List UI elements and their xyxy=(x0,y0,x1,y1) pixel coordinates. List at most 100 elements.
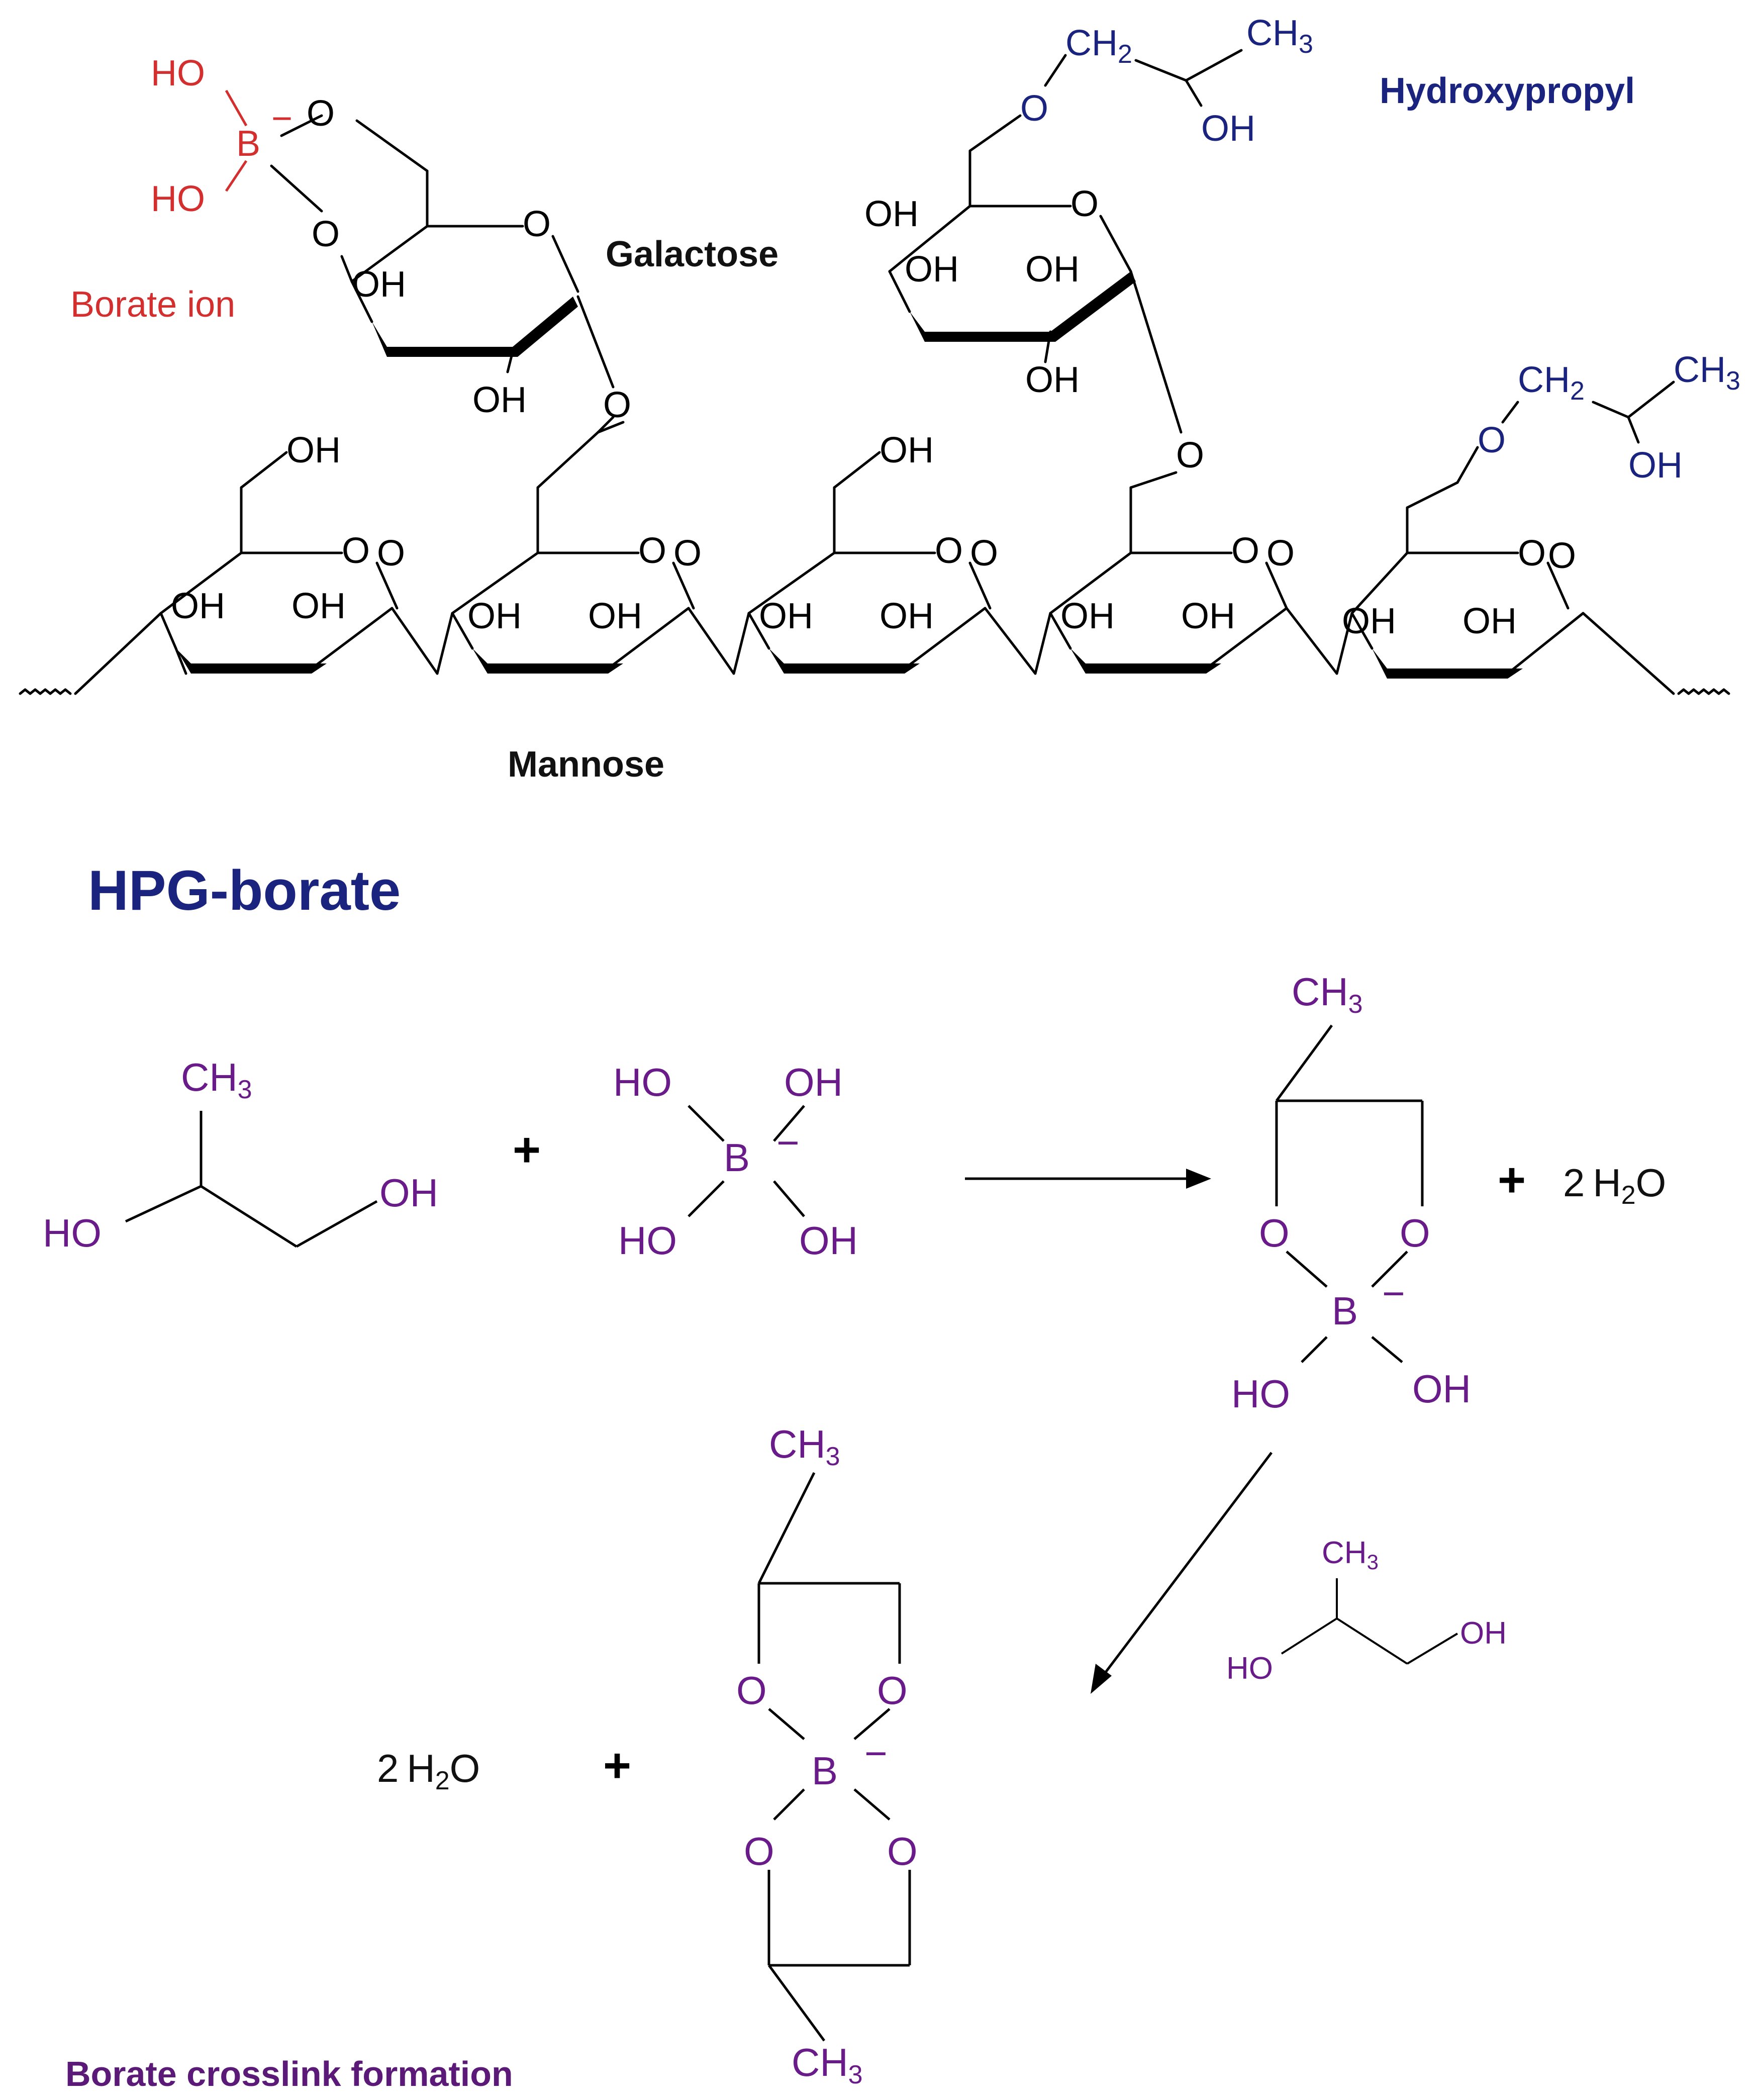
label-hydroxypropyl: Hydroxypropyl xyxy=(1380,71,1635,111)
mannose-ring-2 xyxy=(390,421,695,675)
galactose-ring-left xyxy=(270,114,615,434)
propanediol-2-oh: OH xyxy=(1460,1616,1507,1651)
caption-crosslink: Borate crosslink formation xyxy=(65,2054,513,2093)
borate-oh-a: OH xyxy=(784,1060,843,1104)
diester-o-1: O xyxy=(736,1668,767,1712)
mannose2-oh-b: OH xyxy=(588,596,642,636)
reaction-arrowhead-2 xyxy=(1091,1664,1112,1694)
label-galactose: Galactose xyxy=(606,234,778,274)
chain-end-left xyxy=(19,688,72,695)
mannose-ring-4 xyxy=(984,471,1288,675)
mannose-ring-1 xyxy=(74,451,399,695)
tetrahydroxyborate xyxy=(688,1105,805,1217)
diester-b: B xyxy=(812,1749,838,1793)
mannose2-ring-o: O xyxy=(638,531,666,571)
borate-charge: − xyxy=(271,99,292,139)
mannose5-oh-b: OH xyxy=(1462,601,1517,641)
galactose-oh-1: OH xyxy=(352,264,406,305)
hydroxypropyl-ch3-top: CH3 xyxy=(1246,13,1313,59)
propanediol-2-ch3: CH3 xyxy=(1322,1536,1379,1574)
mannose3-link-o: O xyxy=(970,533,998,574)
label-borate-ion: Borate ion xyxy=(70,284,235,325)
galactose-right-oh-2: OH xyxy=(905,249,959,290)
diester-ch3-top: CH3 xyxy=(769,1422,840,1471)
mannose1-oh-a: OH xyxy=(171,586,225,626)
mannose-ring-5 xyxy=(1285,481,1675,695)
reaction-arrowhead-1 xyxy=(1186,1169,1211,1189)
glycosidic-o-right: O xyxy=(1176,435,1204,475)
diester-o-2: O xyxy=(877,1668,908,1712)
mannose4-link-o: O xyxy=(1266,533,1295,574)
diester-ch3-bottom: CH3 xyxy=(792,2040,863,2089)
mannose3-ch2oh: OH xyxy=(879,430,934,470)
propanediol-1-oh: OH xyxy=(379,1171,438,1215)
galactose-ring-right xyxy=(888,49,1243,434)
diester-o-3: O xyxy=(744,1829,774,1873)
plus-3: + xyxy=(603,1739,631,1792)
mannose4-ring-o: O xyxy=(1231,531,1259,571)
hydroxypropyl-ch2-top: CH2 xyxy=(1065,23,1132,69)
monoester-b: B xyxy=(1332,1289,1358,1333)
hydroxypropyl-o-right: O xyxy=(1478,420,1506,460)
plus-2: + xyxy=(1498,1153,1526,1207)
mannose1-ring-o: O xyxy=(342,531,370,571)
propanediol-1-ch3: CH3 xyxy=(181,1055,252,1104)
mannose1-oh-b: OH xyxy=(291,586,346,626)
mannose4-oh-b: OH xyxy=(1181,596,1235,636)
monoester-ho: HO xyxy=(1231,1372,1290,1416)
label-mannose: Mannose xyxy=(508,744,664,785)
borate-charge-center: − xyxy=(776,1120,800,1165)
mannose3-oh-b: OH xyxy=(879,596,934,636)
borate-b-center: B xyxy=(724,1135,750,1180)
mannose2-link-o: O xyxy=(673,533,702,574)
title-hpg-borate: HPG-borate xyxy=(88,859,401,922)
monoester-o-right: O xyxy=(1400,1211,1430,1255)
borate-ho-1: HO xyxy=(151,53,205,93)
reaction-arrow-2 xyxy=(1100,1452,1273,1680)
mannose3-oh-a: OH xyxy=(759,596,813,636)
galactose-ring-o: O xyxy=(523,204,551,244)
diester-charge: − xyxy=(864,1731,888,1775)
propanediol-1-ho: HO xyxy=(43,1211,102,1255)
mannose1-link-o: O xyxy=(377,533,405,574)
propanediol-2 xyxy=(1281,1578,1458,1665)
monoester-charge: − xyxy=(1382,1271,1405,1315)
monoester-o-left: O xyxy=(1259,1211,1290,1255)
hydroxypropyl-ch2-right: CH2 xyxy=(1518,360,1585,406)
galactose-right-oh-3: OH xyxy=(1025,249,1080,290)
borate-oh-b: OH xyxy=(799,1218,858,1263)
diester-o-4: O xyxy=(887,1829,918,1873)
borate-b: B xyxy=(236,124,260,164)
galactose-right-oh-1: OH xyxy=(864,194,919,234)
propanediol-1 xyxy=(125,1111,378,1248)
chain-end-right xyxy=(1677,688,1730,695)
hydroxypropyl-ch3-right: CH3 xyxy=(1674,350,1740,396)
galactose-oh-2: OH xyxy=(472,380,527,420)
galactose-right-ring-o: O xyxy=(1070,184,1099,224)
plus-1: + xyxy=(513,1123,541,1177)
mannose4-oh-a: OH xyxy=(1060,596,1115,636)
mannose5-oh-a: OH xyxy=(1342,601,1396,641)
hydroxypropyl-oh-top: OH xyxy=(1201,109,1255,149)
galactose-ring-o-a: O xyxy=(307,93,335,134)
mannose3-ring-o: O xyxy=(935,531,963,571)
galactose-right-oh-4: OH xyxy=(1025,360,1080,400)
hydroxypropyl-right-bonds xyxy=(1456,380,1675,484)
mannose1-ch2oh: OH xyxy=(286,430,341,470)
borate-ho-b: HO xyxy=(618,1218,677,1263)
hydroxypropyl-oh-right: OH xyxy=(1628,445,1683,486)
mannose5-link-o: O xyxy=(1548,536,1576,576)
hydroxypropyl-o-top: O xyxy=(1020,88,1048,129)
mannose5-ring-o: O xyxy=(1518,533,1546,574)
borate-ho-2: HO xyxy=(151,179,205,219)
monoester-ch3: CH3 xyxy=(1292,970,1363,1019)
galactose-ring-o-b: O xyxy=(312,214,340,254)
propanediol-2-ho: HO xyxy=(1226,1651,1273,1686)
mannose2-oh-a: OH xyxy=(467,596,522,636)
diester-crosslink xyxy=(757,1472,911,2042)
monoester-borate xyxy=(1275,1024,1424,1363)
